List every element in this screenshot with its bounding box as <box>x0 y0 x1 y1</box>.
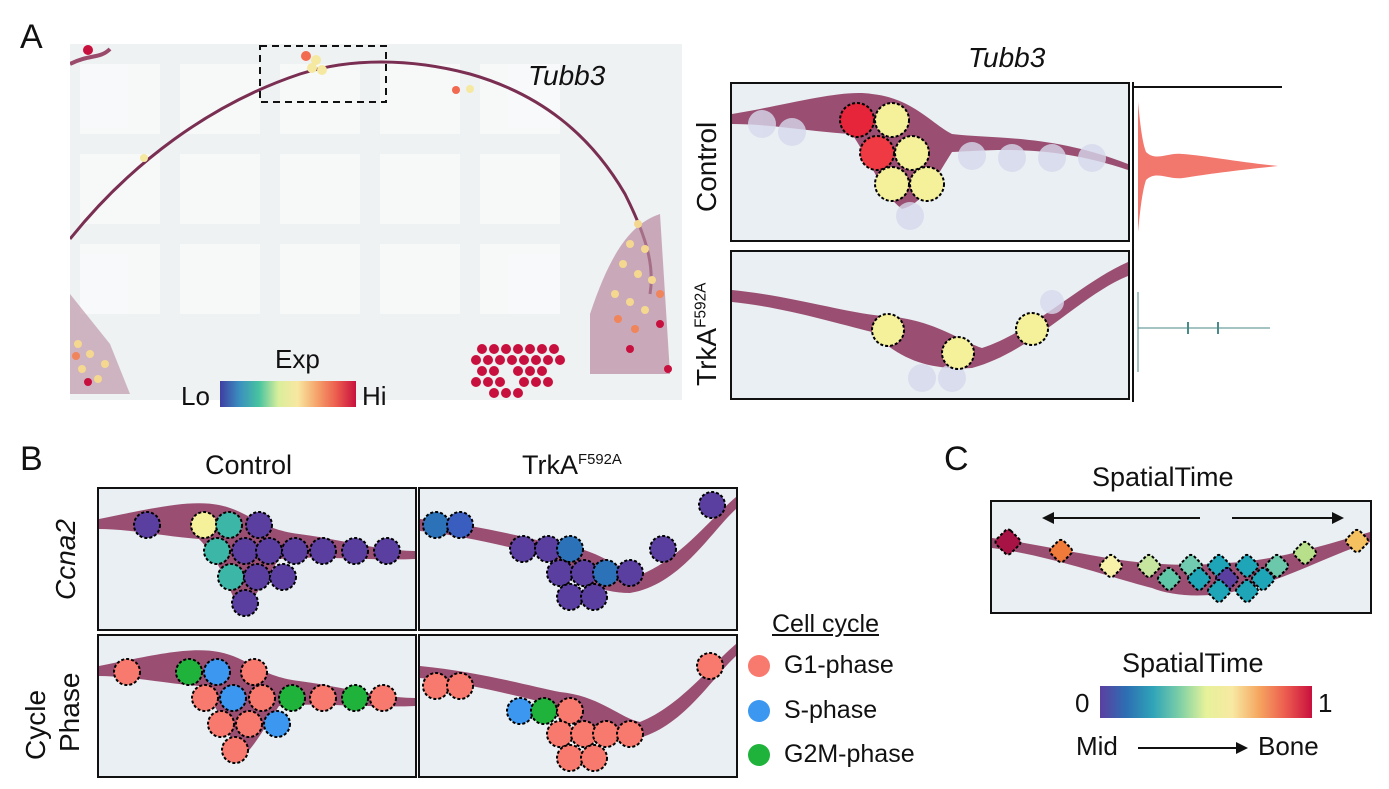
panel-a-overview-image <box>70 44 682 400</box>
row-label-mutant-sup: F592A <box>692 282 710 328</box>
legend-item-g2m: G2M-phase <box>748 740 915 769</box>
colorbar-a-hi: Hi <box>362 381 387 411</box>
ccna2-control-svg <box>99 503 415 617</box>
legend-item-g1: G1-phase <box>748 651 894 680</box>
panel-a-control-zoom <box>730 82 1130 242</box>
panel-a-gene-label-left: Tubb3 <box>528 60 606 91</box>
panel-a-gene-label-right: Tubb3 <box>968 42 1046 73</box>
col-label-mutant-sup: F592A <box>578 452 622 468</box>
axis-label-bone: Bone <box>1258 731 1319 761</box>
legend-label-g1: G1-phase <box>784 651 894 679</box>
overview-tissue-svg <box>70 44 682 400</box>
colorbar-a-lo: Lo <box>181 381 210 411</box>
row-label-ccna2: Ccna2 <box>50 519 81 600</box>
violin-plot <box>1132 82 1282 402</box>
colorbar-c <box>1100 686 1312 718</box>
legend-cell-cycle-title: Cell cycle <box>772 610 879 638</box>
mid-to-bone-arrow <box>1138 742 1248 754</box>
ccna2-mutant-svg <box>420 491 736 611</box>
panel-b-ccna2-mutant <box>418 487 738 631</box>
colorbar-a-title: Exp <box>275 344 320 374</box>
violin-control <box>1138 102 1278 232</box>
panel-letter-b: B <box>20 440 43 478</box>
phase-control-svg <box>99 650 415 764</box>
row-label-cycle: Cycle <box>20 689 51 760</box>
control-zoom-svg <box>732 93 1128 230</box>
row-label-control: Control <box>691 121 722 212</box>
s-dot-icon <box>748 699 770 722</box>
axis-label-mid: Mid <box>1076 731 1118 761</box>
row-label-mutant-text: TrkA <box>691 327 722 386</box>
panel-letter-c: C <box>944 440 969 478</box>
row-label-phase: Phase <box>54 672 85 752</box>
panel-c-image <box>990 500 1372 614</box>
colorbar-c-max: 1 <box>1318 688 1333 718</box>
panel-c-title: SpatialTime <box>1092 462 1234 492</box>
row-label-mutant: TrkAF592A <box>691 283 723 386</box>
mutant-zoom-svg <box>732 262 1128 392</box>
phase-mutant-svg <box>420 644 736 772</box>
colorbar-a <box>220 381 356 407</box>
panel-b-phase-mutant <box>418 634 738 778</box>
colorbar-c-title: SpatialTime <box>1122 648 1264 678</box>
panel-letter-a: A <box>20 18 43 56</box>
legend-label-g2m: G2M-phase <box>784 740 915 768</box>
col-label-mutant-text: TrkA <box>522 450 578 480</box>
legend-label-s: S-phase <box>784 696 878 724</box>
g1-dot-icon <box>748 654 770 677</box>
g2m-dot-icon <box>748 743 770 766</box>
col-label-control: Control <box>205 450 293 480</box>
panel-b-ccna2-control <box>97 487 417 631</box>
high-expression-cluster <box>471 344 565 398</box>
spatialtime-svg <box>992 512 1370 604</box>
panel-a-mutant-zoom <box>730 250 1130 400</box>
colorbar-c-min: 0 <box>1075 688 1090 718</box>
col-label-mutant: TrkAF592A <box>522 450 622 481</box>
legend-item-s: S-phase <box>748 696 877 725</box>
panel-b-phase-control <box>97 634 417 778</box>
